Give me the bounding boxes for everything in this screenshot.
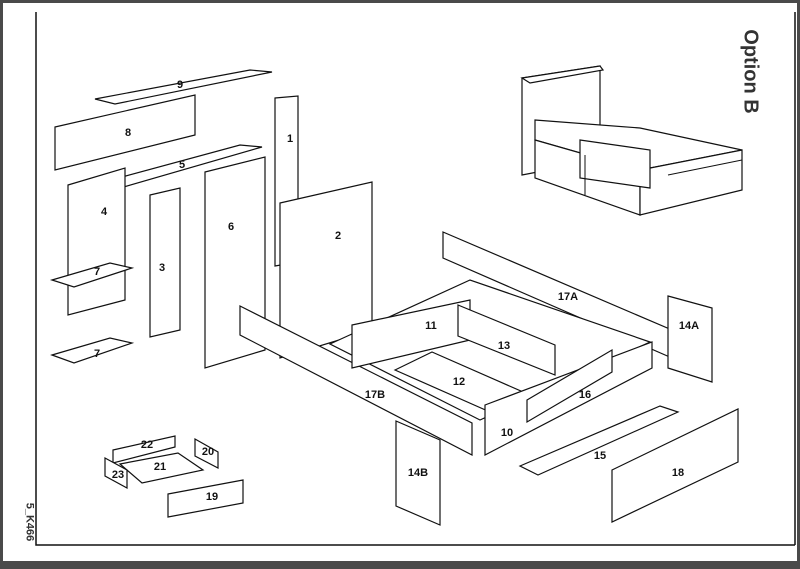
part-label-23: 23 — [112, 469, 124, 481]
part-7 — [49, 262, 135, 288]
part-label-12: 12 — [453, 376, 465, 388]
part-19 — [167, 479, 244, 518]
part-label-21: 21 — [154, 461, 166, 473]
part-21 — [104, 456, 128, 490]
part-16 — [526, 348, 613, 424]
part-15 — [518, 405, 680, 476]
frame — [35, 12, 795, 546]
part-7-lower — [50, 337, 135, 364]
part-17B — [239, 305, 473, 456]
part-label-7: 7 — [94, 266, 100, 278]
part-3 — [149, 187, 181, 338]
part-label-11: 11 — [425, 320, 437, 332]
part-label-4: 4 — [101, 206, 108, 218]
part-label-13: 13 — [498, 340, 510, 352]
part-label-18: 18 — [672, 467, 684, 479]
part-label-16: 16 — [579, 389, 591, 401]
part-8 — [54, 94, 196, 171]
part-label-7: 7 — [94, 348, 100, 360]
part-label-1: 1 — [287, 133, 293, 145]
part-22 — [112, 435, 176, 464]
part-9 — [94, 69, 273, 105]
assembled-bed-illustration — [520, 65, 743, 216]
part-14A — [667, 295, 713, 383]
part-label-17A: 17A — [558, 291, 578, 303]
part-label-5: 5 — [179, 159, 185, 171]
part-label-3: 3 — [159, 262, 165, 274]
part-label-8: 8 — [125, 127, 131, 139]
part-label-9: 9 — [177, 79, 183, 91]
part-13 — [457, 304, 556, 376]
part-label-22: 22 — [141, 439, 153, 451]
part-label-15: 15 — [594, 450, 606, 462]
part-label-14A: 14A — [679, 320, 699, 332]
part-label-10: 10 — [501, 427, 513, 439]
part-label-20: 20 — [202, 446, 214, 458]
part-label-14B: 14B — [408, 467, 428, 479]
part-label-19: 19 — [206, 491, 218, 503]
part-23 — [118, 452, 205, 484]
document-code: 5_K466 — [23, 502, 36, 542]
part-label-17B: 17B — [365, 389, 385, 401]
part-14B — [395, 420, 441, 526]
part-18 — [611, 408, 739, 523]
part-20 — [194, 437, 219, 469]
part-label-6: 6 — [228, 221, 234, 233]
option-title: Option B — [739, 29, 762, 114]
part-label-2: 2 — [335, 230, 341, 242]
